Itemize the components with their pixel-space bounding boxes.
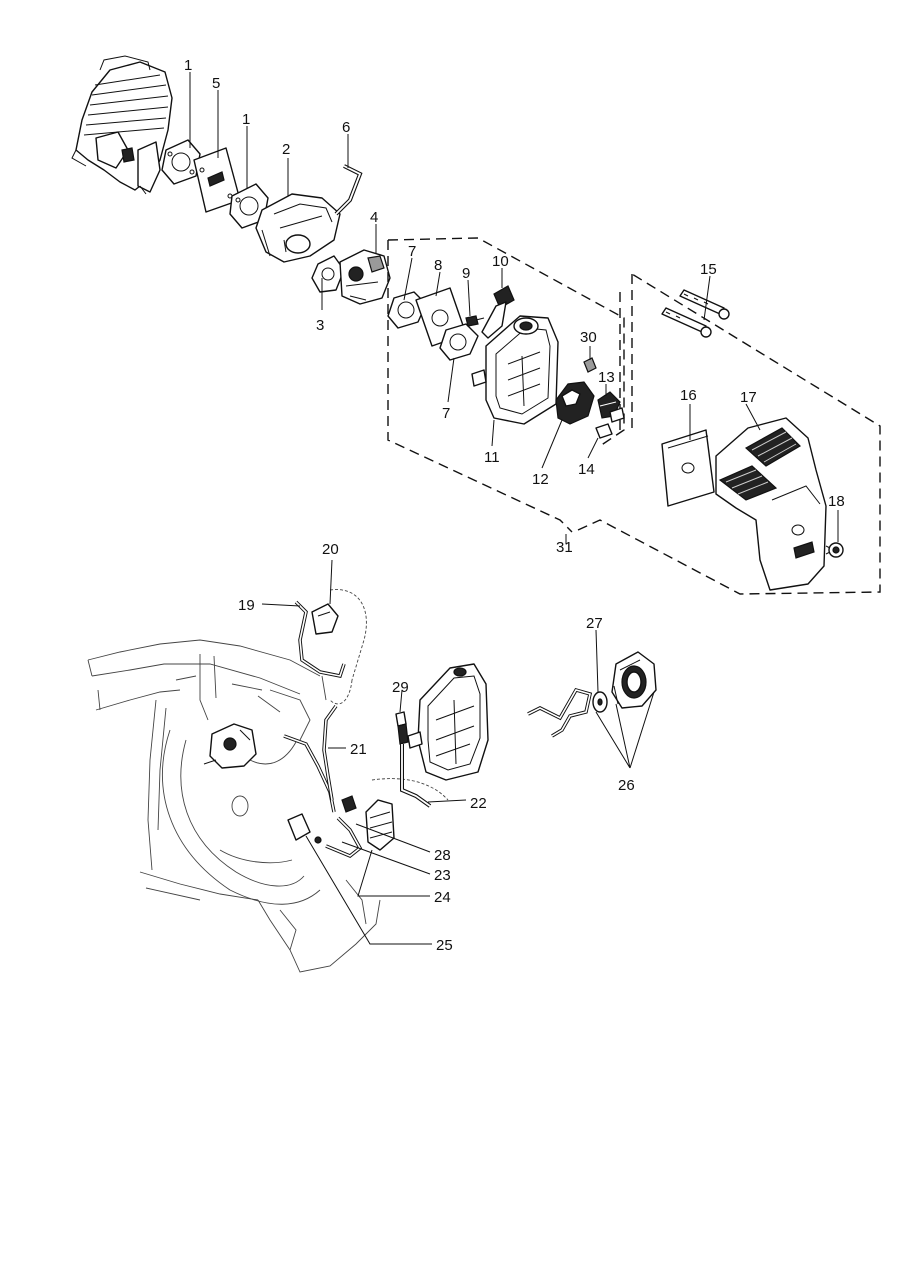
callout-29: 29 xyxy=(392,679,409,696)
fuel-tank-outline xyxy=(329,589,449,801)
callout-25: 25 xyxy=(436,937,453,954)
fitting-29 xyxy=(395,711,409,745)
callout-13: 13 xyxy=(598,369,615,386)
callout-27: 27 xyxy=(586,615,603,632)
tank-neck-24 xyxy=(365,799,395,851)
callout-22: 22 xyxy=(470,795,487,812)
callout-11: 11 xyxy=(484,449,500,466)
callout-1-a: 1 xyxy=(184,57,192,74)
callout-31: 31 xyxy=(556,539,573,556)
screw-30 xyxy=(583,357,597,373)
return-line-21 xyxy=(283,704,338,813)
callout-21: 21 xyxy=(350,741,367,758)
callout-23: 23 xyxy=(434,867,451,884)
filter-mount-12 xyxy=(555,381,595,425)
carburetor-4 xyxy=(339,249,391,305)
callout-17: 17 xyxy=(740,389,757,406)
callout-26: 26 xyxy=(618,777,635,794)
callout-14: 14 xyxy=(578,461,595,478)
filter-housing-11 xyxy=(471,315,559,425)
callout-28: 28 xyxy=(434,847,451,864)
screws-15 xyxy=(661,289,730,338)
callout-3: 3 xyxy=(316,317,324,334)
assembly-boundary-inner xyxy=(619,274,633,430)
frame-housing xyxy=(87,639,381,973)
callout-30: 30 xyxy=(580,329,597,346)
callout-7-a: 7 xyxy=(408,243,416,260)
hose-22 xyxy=(400,744,432,808)
pickup-tube-23 xyxy=(325,816,363,859)
intake-adapter-2 xyxy=(255,193,341,263)
callout-24: 24 xyxy=(434,889,451,906)
leader-lines xyxy=(189,72,839,945)
callout-6: 6 xyxy=(342,119,350,136)
fuel-pickup-25 xyxy=(287,813,322,844)
clip-14 xyxy=(595,407,625,439)
knob-18 xyxy=(825,542,844,558)
filter-housing-installed xyxy=(407,663,489,781)
engine-cylinder xyxy=(71,55,173,195)
carburetor-installed xyxy=(203,723,257,769)
callout-12: 12 xyxy=(532,471,549,488)
callout-9: 9 xyxy=(462,265,470,282)
cap-strap-26 xyxy=(527,687,593,738)
callout-16: 16 xyxy=(680,387,697,404)
fuel-filter-20 xyxy=(311,603,339,635)
gasket-3 xyxy=(311,255,345,293)
callout-15: 15 xyxy=(700,261,717,278)
gasket-7-b xyxy=(439,323,479,361)
callout-4: 4 xyxy=(370,209,378,226)
impulse-hose-6 xyxy=(334,164,363,216)
callout-7-b: 7 xyxy=(442,405,450,422)
callout-1-b: 1 xyxy=(242,111,250,128)
filter-cover-17 xyxy=(715,417,827,591)
assembly-boundary-31 xyxy=(387,237,881,595)
gasket-1-a xyxy=(161,139,201,185)
callout-8: 8 xyxy=(434,257,442,274)
grommet-28 xyxy=(341,795,357,813)
plate-5 xyxy=(193,147,241,213)
choke-lever-10 xyxy=(481,285,515,339)
callout-18: 18 xyxy=(828,493,845,510)
filter-element-16 xyxy=(661,429,715,507)
callout-2: 2 xyxy=(282,141,290,158)
screw-9 xyxy=(465,315,485,327)
callout-10: 10 xyxy=(492,253,509,270)
fuel-cap-26 xyxy=(611,651,657,709)
fuel-line-19 xyxy=(294,600,346,679)
callout-5: 5 xyxy=(212,75,220,92)
cap-gasket-27 xyxy=(592,691,608,713)
callout-labels: 1 5 1 2 6 4 3 7 8 9 10 7 11 12 30 13 14 … xyxy=(184,57,845,954)
callout-20: 20 xyxy=(322,541,339,558)
callout-19: 19 xyxy=(238,597,255,614)
